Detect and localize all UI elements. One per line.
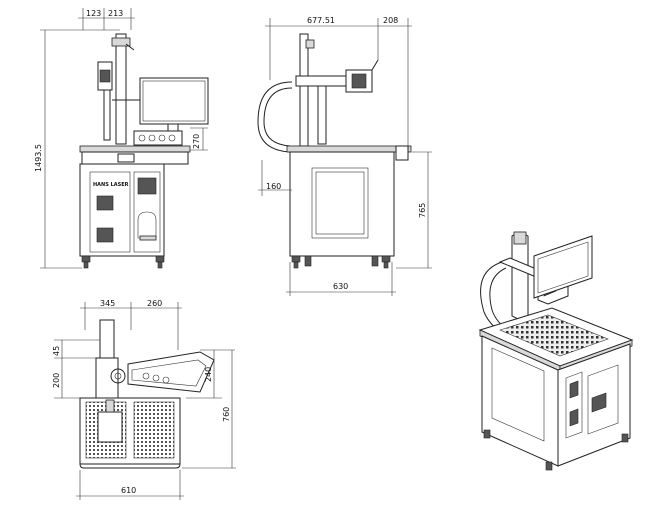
dim-1493-5: 1493.5: [34, 144, 43, 172]
dim-260: 260: [147, 299, 162, 308]
top-view: 345 260 45 200 240 760: [52, 299, 236, 500]
front-view: 123 213 1493.5 270: [34, 8, 209, 269]
dim-630: 630: [333, 282, 348, 291]
dim-213: 213: [108, 9, 123, 18]
side-view: 677.51 208 160 7: [257, 16, 432, 296]
dim-45: 45: [52, 346, 61, 356]
dim-270: 270: [192, 134, 201, 149]
dim-345: 345: [100, 299, 115, 308]
dim-760: 760: [222, 407, 231, 422]
dim-610: 610: [121, 486, 136, 495]
dim-677-51: 677.51: [307, 16, 335, 25]
dim-240: 240: [204, 367, 213, 382]
dim-208: 208: [383, 16, 398, 25]
dim-200: 200: [52, 373, 61, 388]
brand-label: HANS LASER: [93, 182, 129, 188]
dim-765: 765: [418, 203, 427, 218]
isometric-view: [478, 231, 634, 471]
dim-123: 123: [86, 9, 101, 18]
dim-160: 160: [266, 182, 281, 191]
